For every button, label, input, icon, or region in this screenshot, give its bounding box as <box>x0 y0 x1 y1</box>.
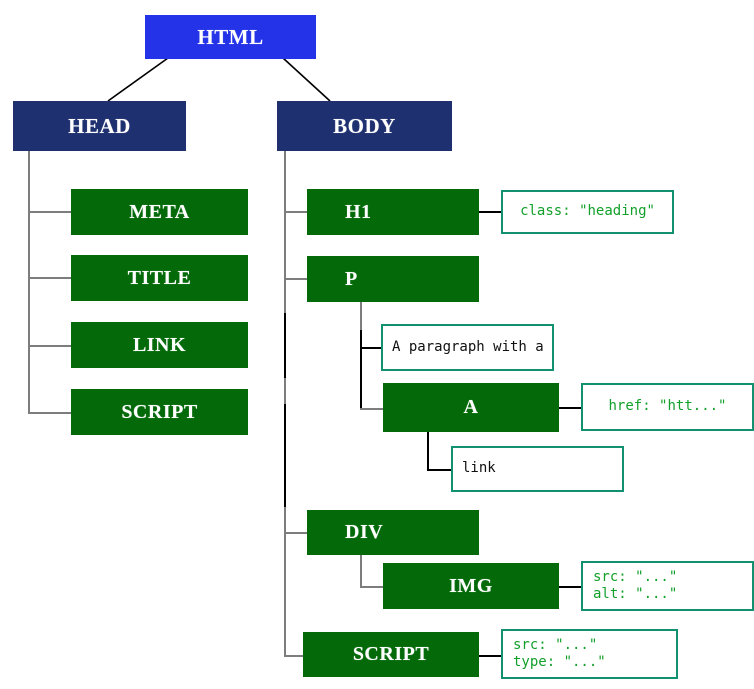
attr-line-type: type: "..." <box>513 654 606 670</box>
edge-body-p <box>284 278 308 280</box>
edge-head-trunk <box>28 150 30 414</box>
edge-a-text <box>427 469 452 471</box>
node-h1[interactable]: H1 <box>307 189 479 235</box>
node-a[interactable]: A <box>383 383 559 432</box>
edge-div-trunk <box>360 554 362 587</box>
edge-body-trunk-overlap-a <box>284 313 286 378</box>
attr-line-src: src: "..." <box>513 636 598 653</box>
node-p[interactable]: P <box>307 256 479 302</box>
node-title[interactable]: TITLE <box>71 255 248 301</box>
node-body[interactable]: BODY <box>277 101 452 151</box>
edge-img-attr <box>558 586 582 588</box>
edge-a-trunk <box>427 432 429 470</box>
node-meta[interactable]: META <box>71 189 248 235</box>
node-html[interactable]: HTML <box>145 15 316 59</box>
node-link[interactable]: LINK <box>71 322 248 368</box>
attr-box-img[interactable]: src: "..." alt: "..." <box>581 561 754 611</box>
text-box-paragraph[interactable]: A paragraph with a <box>381 324 554 371</box>
edge-script-attr <box>478 655 502 657</box>
edge-p-text <box>360 347 382 349</box>
edge-body-trunk <box>284 150 286 655</box>
edge-head-script <box>28 412 72 414</box>
edge-div-img <box>360 586 384 588</box>
node-body-script[interactable]: SCRIPT <box>303 632 479 677</box>
edge-a-attr <box>558 407 582 409</box>
node-div[interactable]: DIV <box>307 510 479 555</box>
edge-p-a <box>360 408 384 410</box>
edge-h1-attr <box>478 211 502 213</box>
attr-box-script[interactable]: src: "..." type: "..." <box>501 629 678 679</box>
node-img[interactable]: IMG <box>383 563 559 609</box>
attr-line: class: "heading" <box>520 203 655 220</box>
edge-head-link <box>28 345 72 347</box>
edge-body-div <box>284 532 308 534</box>
edge-body-script <box>284 655 308 657</box>
attr-line-src: src: "..." <box>593 568 678 585</box>
edge-p-trunk-overlap <box>360 330 362 408</box>
edge-head-meta <box>28 211 72 213</box>
node-head-script[interactable]: SCRIPT <box>71 389 248 435</box>
node-head[interactable]: HEAD <box>13 101 186 151</box>
attr-box-h1-class[interactable]: class: "heading" <box>501 190 674 234</box>
text-box-link[interactable]: link <box>451 446 624 492</box>
attr-line: href: "htt..." <box>608 398 727 415</box>
edge-head-title <box>28 277 72 279</box>
text-line: A paragraph with a <box>392 338 544 355</box>
text-line: link <box>462 460 496 477</box>
attr-line-alt: alt: "..." <box>593 586 678 602</box>
attr-box-a-href[interactable]: href: "htt..." <box>581 383 754 431</box>
edge-body-h1 <box>284 211 308 213</box>
edge-body-trunk-overlap-b <box>284 404 286 507</box>
